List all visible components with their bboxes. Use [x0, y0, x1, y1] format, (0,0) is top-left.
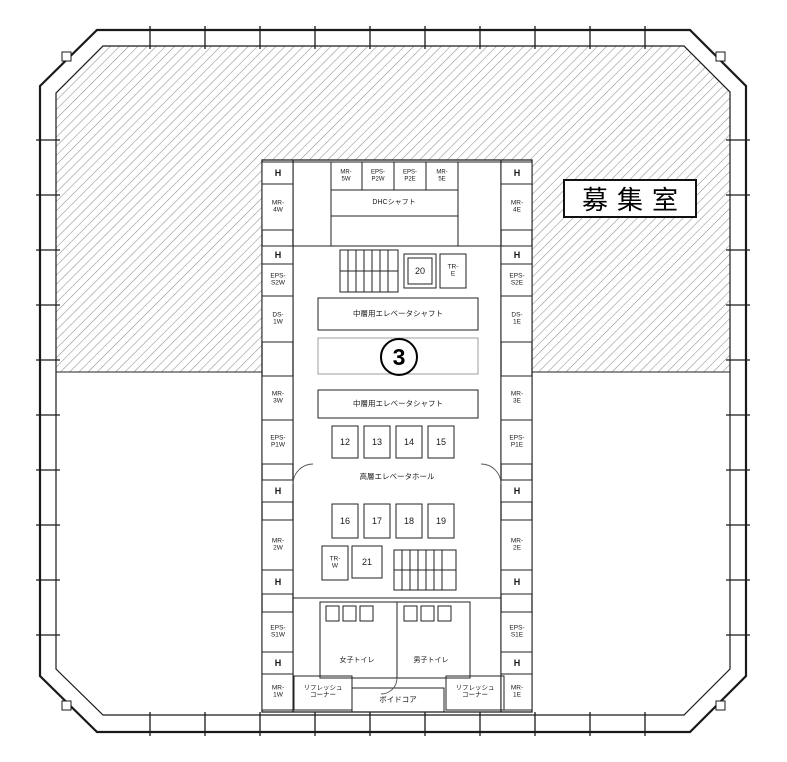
hydrant-marker: H — [513, 485, 521, 496]
ds-1e-label: DS- 1E — [511, 311, 523, 326]
mid-elevator-shaft-lower-label: 中層用エレベータシャフト — [353, 398, 443, 408]
elevator-13-label: 13 — [371, 436, 383, 447]
west-shaft-cells — [261, 161, 294, 711]
mr-4e-label: MR- 4E — [510, 199, 524, 214]
east-shaft-cells — [500, 161, 533, 711]
refresh-corner-east-label: リフレッシュ コーナー — [455, 684, 495, 699]
floor-number: 3 — [392, 343, 406, 370]
hydrant-marker: H — [274, 249, 282, 260]
refresh-corner-west-label: リフレッシュ コーナー — [303, 684, 343, 699]
womens-toilet-label: 女子トイレ — [339, 657, 375, 665]
hydrant-marker: H — [274, 657, 282, 668]
void-core-label: ボイドコア — [379, 694, 417, 704]
mens-toilet-label: 男子トイレ — [413, 657, 449, 665]
tr-e-label: TR- E — [447, 263, 459, 278]
eps-s1e-label: EPS- S1E — [509, 624, 525, 639]
hydrant-marker: H — [513, 167, 521, 178]
mr-3w-label: MR- 3W — [271, 390, 285, 405]
eps-s2w-label: EPS- S2W — [270, 272, 286, 287]
mr-4w-label: MR- 4W — [271, 199, 285, 214]
elevator-19-label: 19 — [435, 515, 447, 526]
elevator-17-label: 17 — [371, 515, 383, 526]
hydrant-marker: H — [274, 167, 282, 178]
dhc-shaft-label: DHCシャフト — [372, 199, 416, 207]
floor-number-badge: 3 — [380, 338, 418, 376]
mr-5w-label: MR- 5W — [340, 169, 352, 182]
exterior-walls — [38, 28, 748, 734]
elevator-12-label: 12 — [339, 436, 351, 447]
elevator-18-label: 18 — [403, 515, 415, 526]
ds-1w-label: DS- 1W — [272, 311, 284, 326]
eps-p2e-label: EPS- P2E — [402, 169, 418, 182]
window-ticks — [36, 26, 750, 736]
elevator-16-label: 16 — [339, 515, 351, 526]
mr-5e-label: MR- 5E — [436, 169, 448, 182]
eps-s2e-label: EPS- S2E — [509, 272, 525, 287]
hydrant-marker: H — [513, 657, 521, 668]
hydrant-marker: H — [274, 576, 282, 587]
eps-s1w-label: EPS- S1W — [270, 624, 286, 639]
elevator-14-label: 14 — [403, 436, 415, 447]
mr-2e-label: MR- 2E — [510, 537, 524, 552]
mr-1e-label: MR- 1E — [510, 684, 524, 699]
mid-elevator-shaft-upper-label: 中層用エレベータシャフト — [353, 308, 443, 318]
hydrant-marker: H — [274, 485, 282, 496]
room-21-label: 21 — [361, 556, 373, 567]
high-elevator-hall-label: 高層エレベータホール — [359, 471, 435, 481]
corner-columns — [61, 51, 726, 711]
eps-p1w-label: EPS- P1W — [270, 434, 286, 449]
eps-p2w-label: EPS- P2W — [370, 169, 386, 182]
eps-p1e-label: EPS- P1E — [509, 434, 525, 449]
hydrant-marker: H — [513, 576, 521, 587]
vacancy-room-label-box: 募集室 — [563, 179, 697, 218]
elevator-15-label: 15 — [435, 436, 447, 447]
mr-1w-label: MR- 1W — [271, 684, 285, 699]
hydrant-marker: H — [513, 249, 521, 260]
mr-3e-label: MR- 3E — [510, 390, 524, 405]
mr-2w-label: MR- 2W — [271, 537, 285, 552]
vacancy-room-label: 募集室 — [581, 185, 687, 215]
tr-w-label: TR- W — [329, 555, 341, 570]
room-20-label: 20 — [414, 265, 426, 276]
